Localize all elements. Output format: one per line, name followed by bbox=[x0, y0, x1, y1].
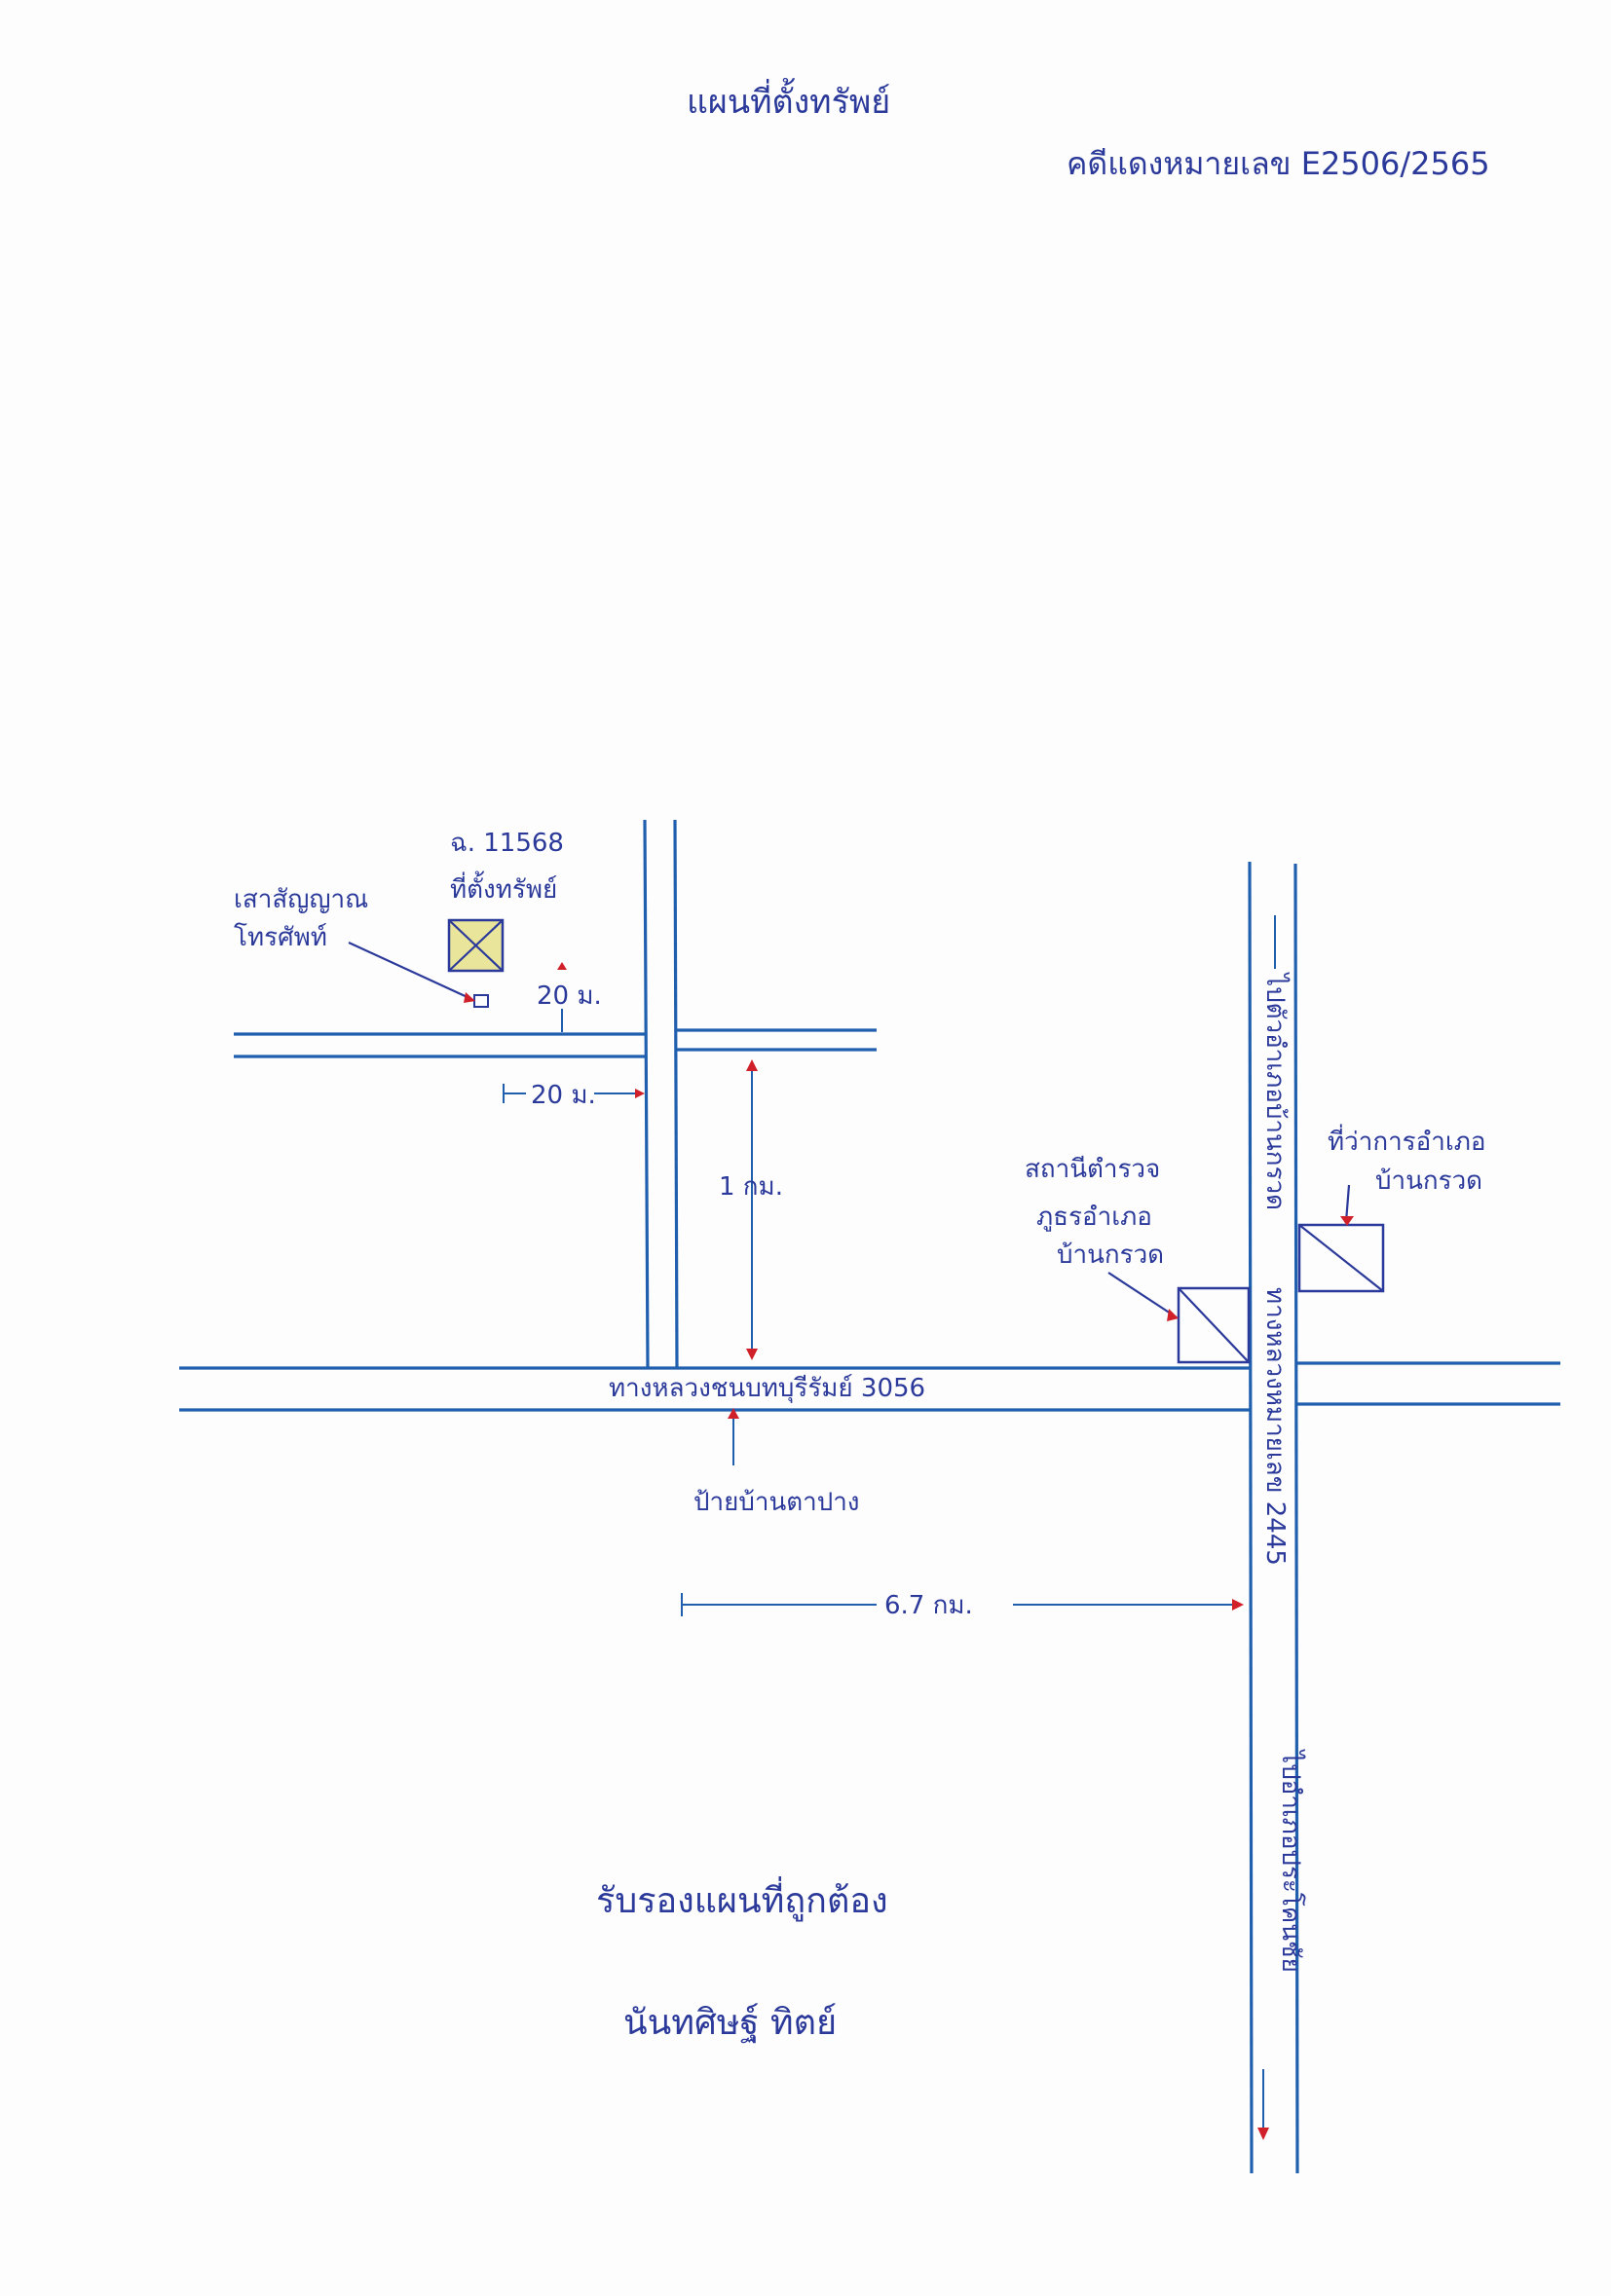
side-road-length-label: 1 กม. bbox=[719, 1172, 783, 1202]
police-station-marker bbox=[1177, 1286, 1251, 1364]
property-marker bbox=[447, 918, 505, 973]
police-station-label-line1: สถานีตำรวจ bbox=[1025, 1155, 1161, 1184]
district-office-label-line2: บ้านกรวด bbox=[1375, 1167, 1483, 1196]
district-office-marker bbox=[1297, 1223, 1385, 1293]
police-station-label-line2: ภูธรอำเภอ bbox=[1036, 1203, 1152, 1232]
side-road-offset-label: 20 ม. bbox=[531, 1081, 596, 1110]
district-office-leader-line bbox=[1344, 1184, 1351, 1223]
main-distance-label: 6.7 กม. bbox=[884, 1591, 973, 1620]
to-prakhon-chai-label: ไปอำเภอประโคนชัย bbox=[1276, 1751, 1305, 1973]
signature: นันทศิษฐ์ ทิตย์ bbox=[623, 2003, 838, 2043]
to-ban-kruat-label: ไปตัวอำเภอบ้านกรวด bbox=[1260, 974, 1290, 1210]
telephone-pole-label: เสาสัญญาณโทรศัพท์ bbox=[234, 885, 369, 952]
pole-offset-label: 20 ม. bbox=[537, 981, 602, 1011]
side-road-right-edge bbox=[673, 819, 679, 1369]
road-2445-left-edge bbox=[1248, 861, 1254, 2174]
police-leader-line bbox=[1107, 1272, 1178, 1318]
village-sign-label: ป้ายบ้านตาปาง bbox=[693, 1488, 860, 1517]
telephone-pole-marker bbox=[473, 994, 489, 1008]
property-label: ที่ตั้งทรัพย์ bbox=[450, 875, 558, 905]
highway-3056-label: ทางหลวงชนบทบุรีรัมย์ 3056 bbox=[609, 1374, 926, 1403]
highway-2445-label: ทางหลวงหมายเลข 2445 bbox=[1260, 1287, 1290, 1566]
road-2445-right-edge bbox=[1293, 863, 1299, 2174]
case-number: คดีแดงหมายเลข E2506/2565 bbox=[1067, 145, 1490, 182]
police-station-label-line3: บ้านกรวด bbox=[1057, 1241, 1165, 1270]
district-office-label-line1: ที่ว่าการอำเภอ bbox=[1328, 1128, 1486, 1157]
page-title: แผนที่ตั้งทรัพย์ bbox=[687, 83, 891, 122]
side-road-left-edge bbox=[643, 819, 650, 1369]
pole-leader-line bbox=[348, 942, 472, 1000]
property-deed-number: ฉ. 11568 bbox=[450, 829, 564, 858]
certification-statement: รับรองแผนที่ถูกต้อง bbox=[596, 1881, 888, 1921]
